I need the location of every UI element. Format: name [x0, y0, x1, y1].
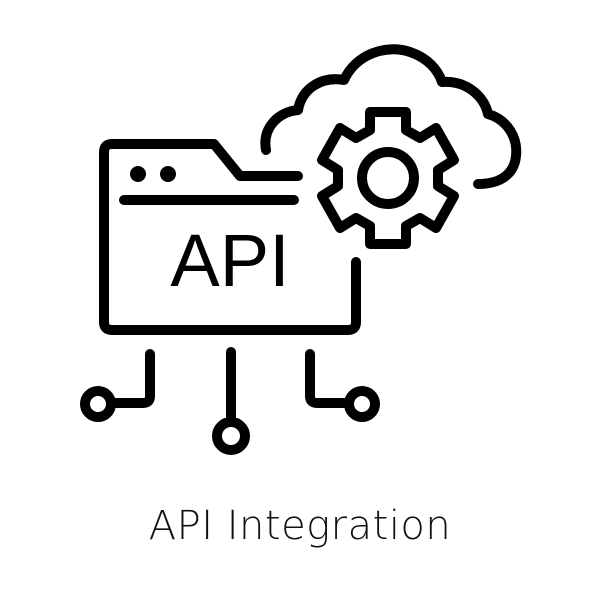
caption-title: API Integration — [148, 503, 452, 549]
gear-hole-icon — [357, 147, 419, 209]
connector-nodes-icon — [80, 347, 380, 455]
gear-icon — [317, 107, 459, 249]
window-dot-icon — [130, 166, 146, 182]
cloud-icon — [260, 44, 522, 189]
browser-folder-icon — [99, 139, 361, 335]
window-dot-icon — [160, 166, 176, 182]
api-label: API — [170, 219, 289, 302]
